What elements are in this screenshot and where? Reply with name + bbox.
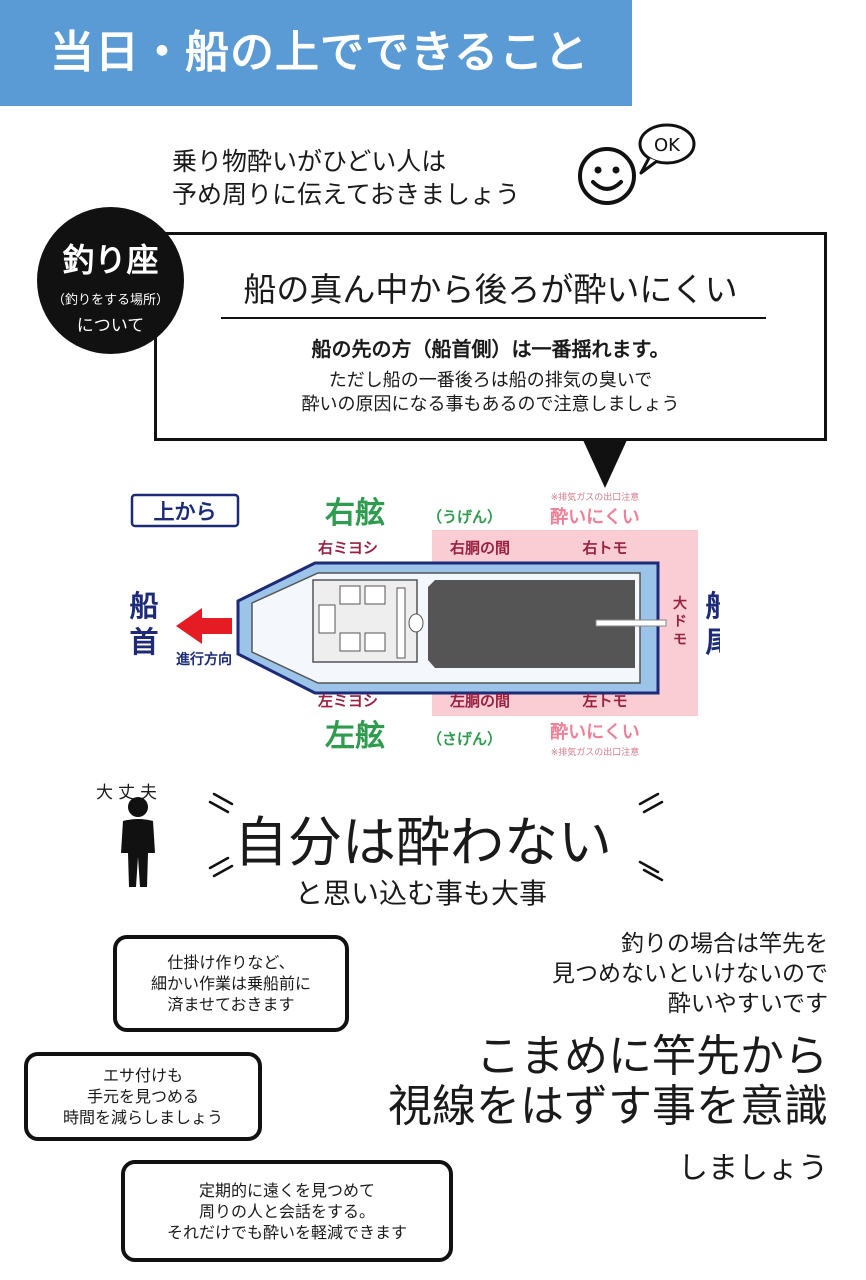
l-stern-label: 左トモ (581, 692, 627, 710)
fish-hold (428, 580, 635, 668)
direction-label: 進行方向 (176, 651, 232, 668)
tip-3-line-1: 定期的に遠くを見つめて (198, 1180, 375, 1200)
exhaust-note-bottom: ※排気ガスの出口注意 (551, 746, 640, 758)
stern-char-1: 船 (705, 589, 720, 623)
zaseki-subtitle: （釣りをする場所） (51, 293, 169, 308)
center-stern-char-1: 大 (673, 595, 687, 612)
boat-diagram: 上から 右舷 （うげん） ※排気ガスの出口注意 酔いにくい 右ミヨシ 右胴の間 … (129, 491, 720, 758)
intro-text: 乗り物酔いがひどい人は 予め周りに伝えておきましょう (172, 145, 520, 211)
view-label-box (130, 493, 240, 528)
tip-3-line-3: それだけでも酔いを軽減できます (166, 1222, 407, 1242)
r-mid-label: 右胴の間 (450, 539, 510, 557)
page-title: 当日・船の上でできること (0, 0, 632, 106)
port-label: 左舷 (325, 719, 385, 754)
tip-box-2: エサ付けも 手元を見つめる 時間を減らしましょう (24, 1052, 262, 1141)
center-stern-char-2: ド (673, 614, 687, 630)
view-label: 上から (154, 500, 217, 524)
fishing-note-line-3: 酔いやすいです (667, 991, 828, 1017)
tip-1-line-1: 仕掛け作りなど、 (167, 953, 295, 972)
zaseki-badge: 釣り座 （釣りをする場所） について (37, 207, 184, 354)
zaseki-about: について (76, 316, 145, 336)
callout-strong: 船の先の方（船首側）は一番揺れます。 (311, 337, 670, 361)
direction-arrow-icon (176, 608, 232, 644)
intro-line-1: 乗り物酔いがひどい人は (172, 147, 447, 176)
pointer-triangle-icon (583, 440, 627, 488)
fishing-end: しましょう (678, 1151, 828, 1186)
port-reading: （さげん） (427, 730, 502, 748)
mindset-headline: 自分は酔わない (234, 811, 612, 874)
tip-box-1: 仕掛け作りなど、 細かい作業は乗船前に 済ませておきます (113, 935, 349, 1032)
callout-note-line-1: ただし船の一番後ろは船の排気の臭いで (328, 370, 653, 391)
l-mid-label: 左胴の間 (449, 692, 510, 710)
less-sick-top: 酔いにくい (550, 507, 640, 528)
tip-1-line-2: 細かい作業は乗船前に (150, 974, 311, 993)
fishing-headline: こまめに竿先から 視線をはずす事を意識 (388, 1032, 828, 1132)
fishing-headline-line-1: こまめに竿先から (476, 1031, 828, 1082)
intro-line-2: 予め周りに伝えておきましょう (172, 180, 521, 209)
starboard-label: 右舷 (325, 496, 385, 531)
tip-box-3: 定期的に遠くを見つめて 周りの人と会話をする。 それだけでも酔いを軽減できます (121, 1160, 453, 1262)
fishing-note-line-1: 釣りの場合は竿先を (621, 931, 828, 957)
bow-char-1: 船 (129, 589, 158, 623)
l-bow-label: 左ミヨシ (317, 692, 378, 710)
callout-box: 船の真ん中から後ろが酔いにくい 船の先の方（船首側）は一番揺れます。 ただし船の… (154, 232, 827, 441)
bow-char-2: 首 (129, 625, 158, 659)
mindset-sub: と思い込む事も大事 (295, 877, 548, 910)
stern-char-2: 尾 (705, 625, 720, 659)
r-stern-label: 右トモ (582, 539, 627, 557)
tip-2-line-1: エサ付けも (102, 1066, 183, 1085)
fishing-note-line-2: 見つめないといけないので (552, 961, 828, 987)
person-icon (121, 797, 155, 887)
callout-note: ただし船の一番後ろは船の排気の臭いで 酔いの原因になる事もあるので注意しましょう (157, 369, 824, 417)
smiley-ok-icon: OK (578, 123, 696, 205)
less-sick-bottom: 酔いにくい (550, 722, 640, 743)
tip-1-line-3: 済ませておきます (167, 995, 295, 1014)
tip-2-line-3: 時間を減らしましょう (62, 1108, 223, 1127)
center-stern-char-3: モ (673, 632, 687, 648)
zaseki-title: 釣り座 (62, 241, 159, 279)
r-bow-label: 右ミヨシ (318, 539, 378, 557)
fishing-headline-line-2: 視線をはずす事を意識 (388, 1081, 828, 1132)
tip-3-line-2: 周りの人と会話をする。 (198, 1201, 375, 1221)
exhaust-note-top: ※排気ガスの出口注意 (551, 491, 640, 503)
callout-note-line-2: 酔いの原因になる事もあるので注意しましょう (301, 394, 680, 415)
callout-title: 船の真ん中から後ろが酔いにくい (243, 270, 738, 309)
starboard-reading: （うげん） (427, 508, 502, 526)
speech-bubble-text: OK (654, 135, 681, 156)
divider (221, 317, 766, 319)
fishing-note: 釣りの場合は竿先を 見つめないといけないので 酔いやすいです (552, 929, 828, 1019)
exhaust-pipe (595, 619, 667, 627)
emphasis-marks-icon (208, 792, 664, 882)
tip-2-line-2: 手元を見つめる (86, 1087, 199, 1106)
